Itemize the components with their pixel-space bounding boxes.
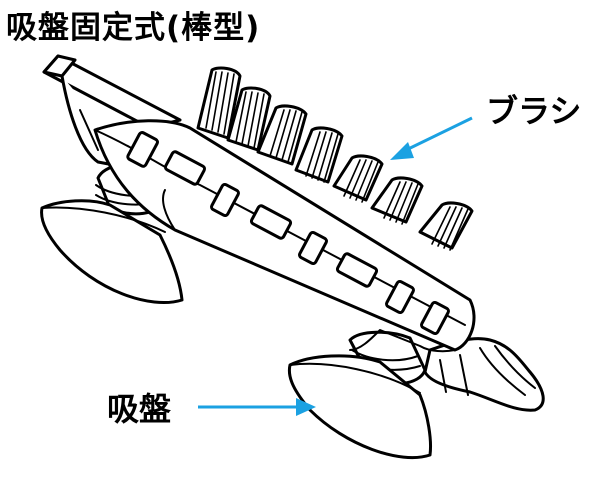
- bar-slot: [126, 131, 159, 168]
- bar-slot: [163, 150, 207, 186]
- suction-cup-right: [287, 330, 432, 460]
- bar-slot: [420, 300, 450, 336]
- figure-title: 吸盤固定式(棒型): [6, 10, 261, 46]
- brush-head: [226, 86, 272, 152]
- bar-slot: [249, 204, 293, 240]
- brush-arrow: [390, 116, 473, 160]
- bar-slots: [126, 131, 450, 336]
- bar-slot: [298, 230, 328, 266]
- suction-cup-arrow: [198, 398, 316, 416]
- brush-head: [370, 176, 424, 225]
- brush-head: [418, 201, 474, 251]
- bar-slot: [385, 279, 415, 315]
- bar-slot: [335, 252, 379, 288]
- brush-head: [256, 104, 308, 166]
- brush-label: ブラシ: [486, 92, 582, 130]
- brush-heads: [196, 66, 474, 251]
- body-right-end: [423, 337, 545, 412]
- brush-head: [196, 66, 242, 140]
- brush-head: [332, 154, 384, 203]
- bar-slot: [210, 182, 240, 218]
- brush-head: [294, 126, 344, 184]
- suction-cup-label: 吸盤: [107, 390, 172, 428]
